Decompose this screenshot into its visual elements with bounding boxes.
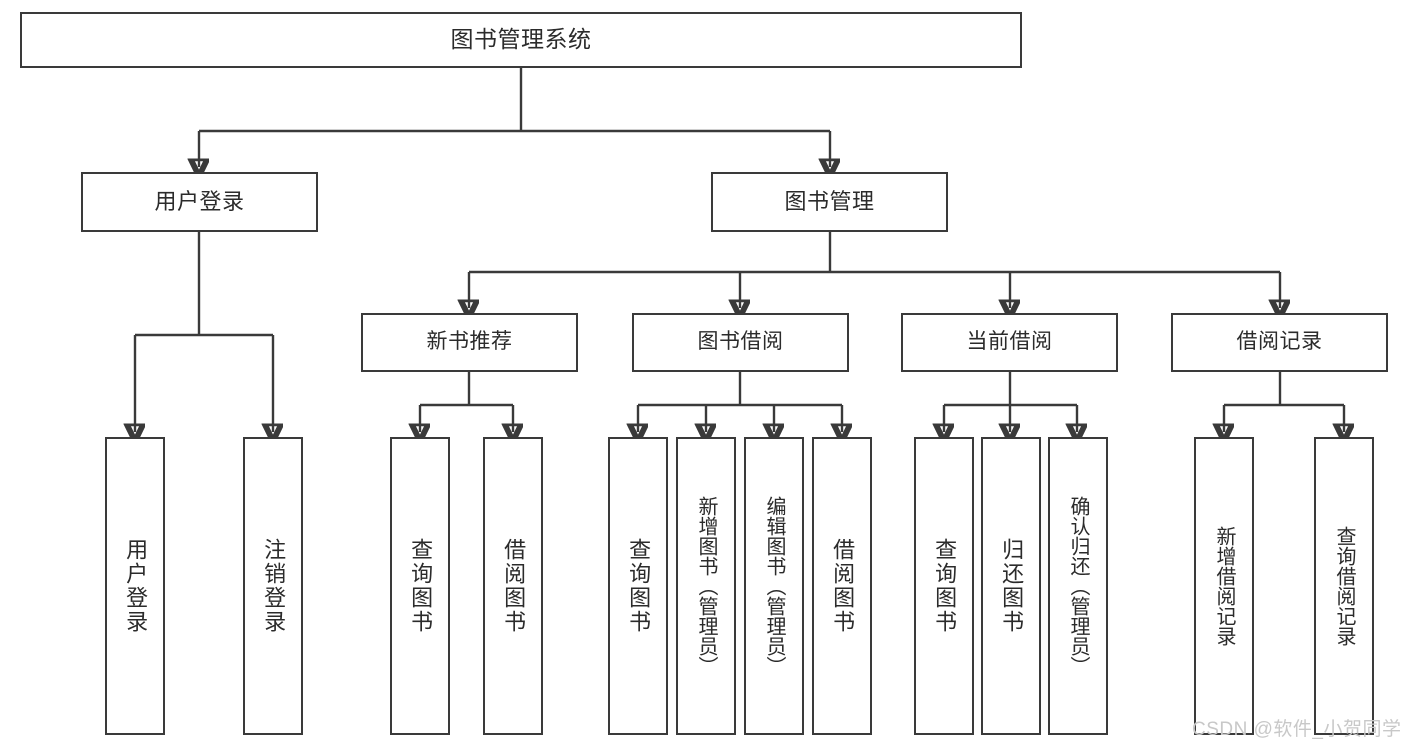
node-label: 借阅图书 [830, 538, 856, 634]
node-book-management[interactable]: 图书管理 [711, 172, 948, 232]
node-label: 新书推荐 [426, 330, 513, 354]
node-leaf-add-book[interactable]: 新增图书（管理员） [676, 437, 736, 735]
node-label: 用户登录 [123, 538, 149, 634]
node-leaf-add-borrow-record[interactable]: 新增借阅记录 [1194, 437, 1254, 735]
node-label: 查询图书 [408, 538, 434, 634]
node-label: 图书管理 [784, 189, 875, 215]
node-leaf-query-book-borrow[interactable]: 查询图书 [608, 437, 668, 735]
node-leaf-query-book-recommend[interactable]: 查询图书 [390, 437, 450, 735]
node-leaf-query-borrow-record[interactable]: 查询借阅记录 [1314, 437, 1374, 735]
node-label: 新增借阅记录 [1213, 526, 1235, 646]
node-leaf-user-login[interactable]: 用户登录 [105, 437, 165, 735]
node-leaf-edit-book[interactable]: 编辑图书（管理员） [744, 437, 804, 735]
node-user-login[interactable]: 用户登录 [81, 172, 318, 232]
node-label: 注销登录 [261, 538, 287, 634]
node-label: 归还图书 [999, 538, 1025, 634]
node-borrow-record[interactable]: 借阅记录 [1171, 313, 1388, 372]
node-label: 借阅图书 [501, 538, 527, 634]
node-label: 当前借阅 [966, 330, 1053, 354]
node-leaf-confirm-return[interactable]: 确认归还（管理员） [1048, 437, 1108, 735]
node-label: 查询借阅记录 [1333, 526, 1355, 646]
node-leaf-borrow-book-main[interactable]: 借阅图书 [812, 437, 872, 735]
node-leaf-logout-login[interactable]: 注销登录 [243, 437, 303, 735]
node-label: 确认归还（管理员） [1067, 496, 1089, 676]
node-label: 图书借阅 [697, 330, 784, 354]
node-root-system[interactable]: 图书管理系统 [20, 12, 1022, 68]
node-label: 查询图书 [626, 538, 652, 634]
node-label: 图书管理系统 [450, 26, 592, 53]
node-new-book-recommend[interactable]: 新书推荐 [361, 313, 578, 372]
node-label: 查询图书 [932, 538, 958, 634]
node-label: 用户登录 [154, 189, 245, 215]
node-book-borrow[interactable]: 图书借阅 [632, 313, 849, 372]
node-leaf-query-book-current[interactable]: 查询图书 [914, 437, 974, 735]
csdn-watermark: CSDN @软件_小贺同学 [1192, 719, 1402, 740]
node-label: 新增图书（管理员） [695, 496, 717, 676]
node-label: 借阅记录 [1236, 330, 1323, 354]
node-leaf-borrow-book-recommend[interactable]: 借阅图书 [483, 437, 543, 735]
node-label: 编辑图书（管理员） [763, 496, 785, 676]
node-current-borrow[interactable]: 当前借阅 [901, 313, 1118, 372]
node-leaf-return-book[interactable]: 归还图书 [981, 437, 1041, 735]
